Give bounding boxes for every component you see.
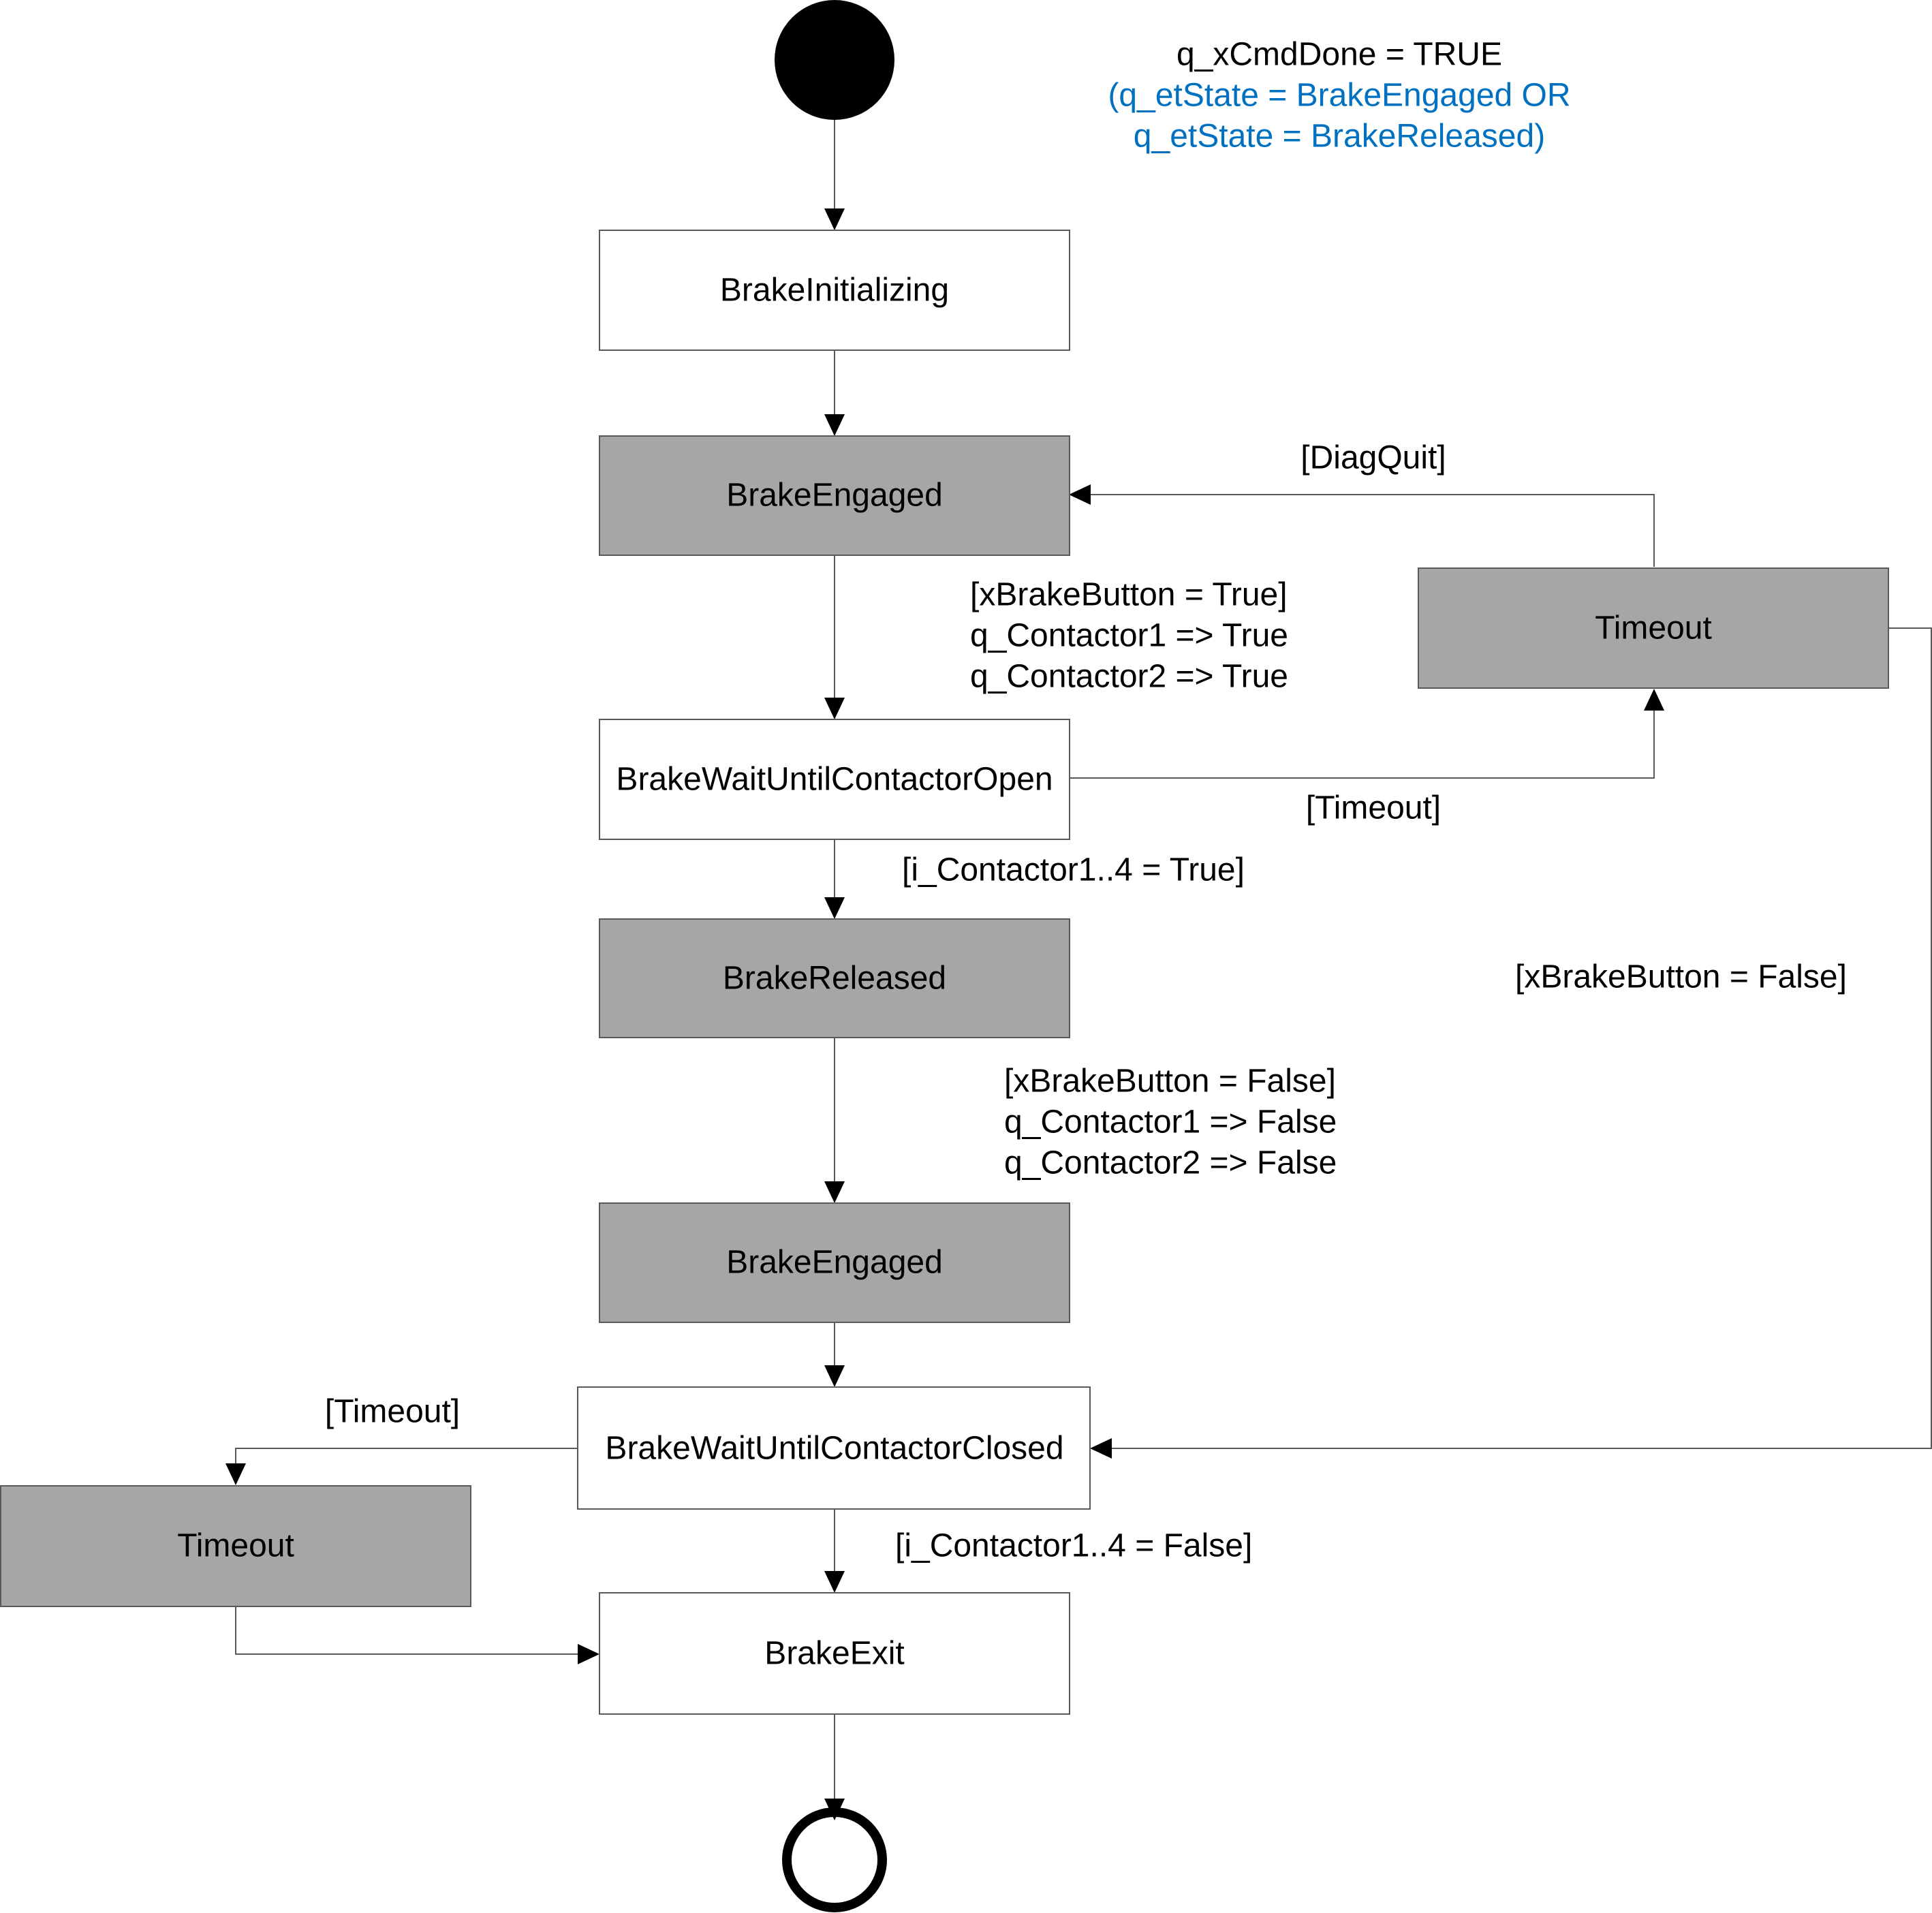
- final-state-node: [782, 1807, 887, 1912]
- arrowhead-diagquit-to-engaged: [1069, 484, 1091, 505]
- state-brake-released: BrakeReleased: [599, 918, 1070, 1038]
- guard-line-2: q_Contactor1 => False: [1004, 1104, 1337, 1140]
- top-note: q_xCmdDone = TRUE (q_etState = BrakeEnga…: [1108, 37, 1570, 155]
- arrowhead-wait-closed-to-exit: [824, 1571, 845, 1593]
- state-label: BrakeEngaged: [726, 1245, 943, 1281]
- arrowhead-timeout-to-exit: [578, 1644, 599, 1664]
- arrowhead-engaged-to-wait-closed: [824, 1365, 845, 1387]
- state-brake-initializing: BrakeInitializing: [599, 230, 1070, 351]
- state-label: BrakeWaitUntilContactorClosed: [605, 1431, 1063, 1467]
- arrowhead-released-to-engaged: [824, 1181, 845, 1203]
- state-brake-exit: BrakeExit: [599, 1592, 1070, 1715]
- state-brake-engaged-2: BrakeEngaged: [599, 1202, 1070, 1323]
- state-label: BrakeEngaged: [726, 478, 943, 514]
- arrowhead-wait-open-to-released: [824, 897, 845, 919]
- state-label: BrakeExit: [764, 1636, 904, 1672]
- guard-engaged-to-wait-open: [xBrakeButton = True] q_Contactor1 => Tr…: [970, 577, 1288, 695]
- state-label: BrakeInitializing: [720, 273, 949, 309]
- guard-wait-closed-to-exit: [i_Contactor1..4 = False]: [895, 1528, 1252, 1564]
- initial-state-node: [775, 0, 894, 120]
- state-brake-engaged-1: BrakeEngaged: [599, 435, 1070, 556]
- state-label: BrakeWaitUntilContactorOpen: [616, 762, 1053, 798]
- guard-wait-closed-timeout: [Timeout]: [325, 1394, 460, 1430]
- guard-line-2: q_Contactor1 => True: [970, 618, 1288, 654]
- arrowhead-initial-to-initializing: [824, 208, 845, 230]
- note-line-3: q_etState = BrakeReleased): [1134, 119, 1545, 155]
- arrowhead-timeout-to-wait-closed: [1090, 1438, 1112, 1459]
- note-line-2: (q_etState = BrakeEngaged OR: [1108, 78, 1570, 114]
- state-brake-wait-until-contactor-closed: BrakeWaitUntilContactorClosed: [577, 1386, 1091, 1510]
- guard-wait-open-to-released: [i_Contactor1..4 = True]: [902, 852, 1245, 888]
- state-label: Timeout: [1595, 610, 1712, 647]
- guard-line-3: q_Contactor2 => False: [1004, 1145, 1337, 1181]
- arrowhead-initializing-to-engaged: [824, 414, 845, 436]
- guard-line-1: [xBrakeButton = False]: [1004, 1063, 1336, 1100]
- guard-wait-open-timeout: [Timeout]: [1306, 790, 1441, 826]
- guard-released-to-engaged: [xBrakeButton = False] q_Contactor1 => F…: [1004, 1063, 1337, 1181]
- state-label: BrakeReleased: [723, 961, 946, 997]
- state-label: Timeout: [177, 1528, 294, 1564]
- guard-diag-quit: [DiagQuit]: [1300, 440, 1446, 476]
- note-line-1: q_xCmdDone = TRUE: [1177, 37, 1502, 73]
- transition-arrowheads: [225, 208, 1664, 1820]
- arrowhead-wait-closed-to-timeout: [225, 1463, 246, 1485]
- state-timeout-right: Timeout: [1418, 567, 1889, 689]
- guard-line-1: [xBrakeButton = True]: [970, 577, 1288, 613]
- guard-button-false-bypass: [xBrakeButton = False]: [1515, 959, 1847, 995]
- arrowhead-exit-to-final: [824, 1799, 845, 1820]
- arrowhead-engaged-to-wait-open: [824, 698, 845, 719]
- guard-line-3: q_Contactor2 => True: [970, 659, 1288, 695]
- transition-lines: [235, 120, 1932, 1801]
- state-timeout-left: Timeout: [0, 1485, 471, 1607]
- state-brake-wait-until-contactor-open: BrakeWaitUntilContactorOpen: [599, 719, 1070, 840]
- arrowhead-wait-open-to-timeout: [1644, 689, 1664, 711]
